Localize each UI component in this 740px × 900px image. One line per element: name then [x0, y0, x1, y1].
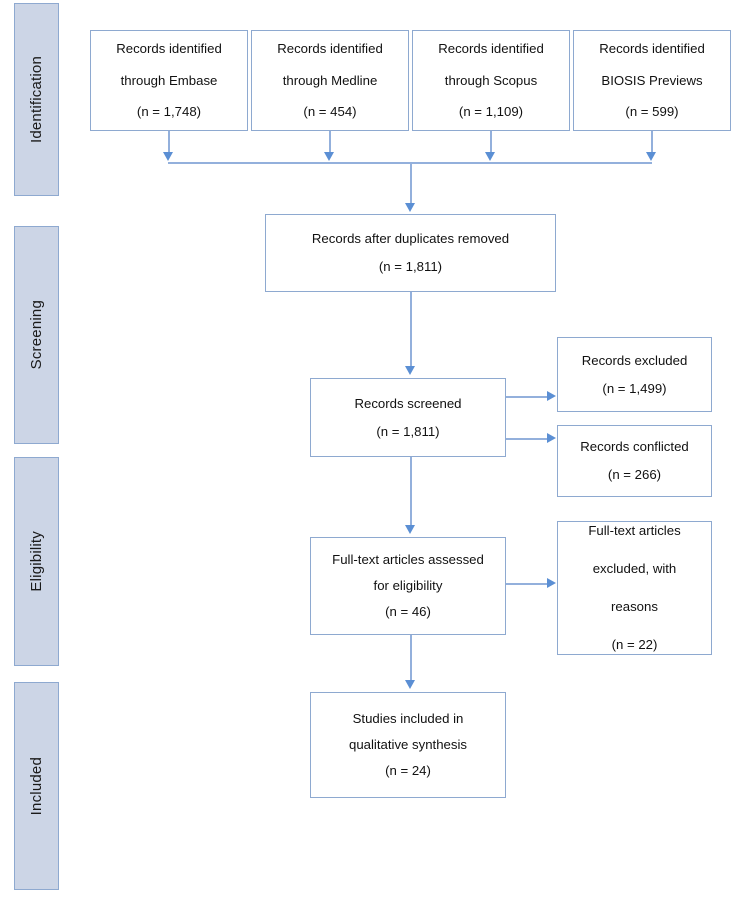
box-records-identified-embase: Records identified through Embase (n = 1…: [90, 30, 248, 131]
fulltext-assessed-count: (n = 46): [385, 603, 431, 619]
box-records-conflicted: Records conflicted (n = 266): [557, 425, 712, 497]
arrowhead-duplicates-to-screened: [405, 366, 415, 375]
source-scopus-count: (n = 1,109): [458, 104, 524, 120]
box-records-after-duplicates-removed: Records after duplicates removed (n = 1,…: [265, 214, 556, 292]
studies-included-count: (n = 24): [385, 762, 431, 778]
arrowhead-screened-to-fulltext: [405, 525, 415, 534]
duplicates-removed-count: (n = 1,811): [378, 259, 443, 274]
records-excluded-line1: Records excluded: [581, 352, 688, 368]
stage-label-included: Included: [28, 756, 45, 816]
box-records-identified-scopus: Records identified through Scopus (n = 1…: [412, 30, 570, 131]
source-biosis-line1: Records identified: [599, 40, 705, 56]
box-records-identified-medline: Records identified through Medline (n = …: [251, 30, 409, 131]
fulltext-excluded-line1: Full-text articles: [588, 523, 681, 539]
arrowhead-biosis-stem: [646, 152, 656, 161]
arrowhead-manifold-to-duplicates: [405, 203, 415, 212]
box-records-screened: Records screened (n = 1,811): [310, 378, 506, 457]
stage-bar-identification: Identification: [14, 3, 59, 196]
records-excluded-count: (n = 1,499): [602, 380, 667, 396]
connector-screened-to-fulltext: [410, 457, 412, 527]
box-records-excluded: Records excluded (n = 1,499): [557, 337, 712, 412]
arrowhead-scopus-stem: [485, 152, 495, 161]
arrowhead-screened-to-conflicted: [547, 433, 556, 443]
source-biosis-line2: BIOSIS Previews: [601, 72, 703, 88]
source-embase-line1: Records identified: [116, 40, 222, 56]
source-medline-line2: through Medline: [282, 72, 378, 88]
box-records-identified-biosis: Records identified BIOSIS Previews (n = …: [573, 30, 731, 131]
source-embase-line2: through Embase: [120, 72, 218, 88]
source-medline-line1: Records identified: [277, 40, 383, 56]
source-scopus-line2: through Scopus: [444, 72, 538, 88]
fulltext-assessed-line1: Full-text articles assessed: [332, 552, 484, 568]
box-fulltext-articles-excluded: Full-text articles excluded, with reason…: [557, 521, 712, 655]
fulltext-excluded-count: (n = 22): [611, 636, 658, 652]
box-fulltext-articles-assessed: Full-text articles assessed for eligibil…: [310, 537, 506, 635]
records-screened-line1: Records screened: [354, 395, 462, 411]
source-scopus-line1: Records identified: [438, 40, 544, 56]
stage-label-eligibility: Eligibility: [28, 531, 45, 592]
connector-fulltext-to-included: [410, 635, 412, 682]
records-screened-count: (n = 1,811): [376, 423, 440, 439]
stage-label-screening: Screening: [28, 300, 45, 370]
connector-embase-stem: [168, 131, 170, 155]
stage-bar-included: Included: [14, 682, 59, 890]
duplicates-removed-line1: Records after duplicates removed: [311, 231, 510, 247]
connector-duplicates-to-screened: [410, 292, 412, 368]
connector-biosis-stem: [651, 131, 653, 155]
arrowhead-embase-stem: [163, 152, 173, 161]
fulltext-assessed-line2: for eligibility: [373, 578, 443, 594]
stage-bar-eligibility: Eligibility: [14, 457, 59, 666]
source-medline-count: (n = 454): [303, 104, 357, 120]
connector-manifold-to-duplicates: [410, 162, 412, 205]
connector-fulltext-to-excluded: [506, 583, 549, 585]
arrowhead-fulltext-to-included: [405, 680, 415, 689]
connector-screened-to-excluded: [506, 396, 549, 398]
fulltext-excluded-line2: excluded, with: [592, 561, 677, 577]
connector-scopus-stem: [490, 131, 492, 155]
stage-bar-screening: Screening: [14, 226, 59, 444]
arrowhead-medline-stem: [324, 152, 334, 161]
studies-included-line2: qualitative synthesis: [348, 737, 468, 753]
records-conflicted-count: (n = 266): [607, 467, 662, 482]
arrowhead-fulltext-to-excluded: [547, 578, 556, 588]
stage-label-identification: Identification: [28, 55, 45, 144]
source-embase-count: (n = 1,748): [136, 104, 202, 120]
box-studies-included: Studies included in qualitative synthesi…: [310, 692, 506, 798]
fulltext-excluded-line3: reasons: [611, 599, 658, 614]
records-conflicted-line1: Records conflicted: [580, 439, 689, 455]
studies-included-line1: Studies included in: [352, 711, 464, 727]
arrowhead-screened-to-excluded: [547, 391, 556, 401]
source-biosis-count: (n = 599): [625, 104, 679, 120]
connector-medline-stem: [329, 131, 331, 155]
connector-screened-to-conflicted: [506, 438, 549, 440]
